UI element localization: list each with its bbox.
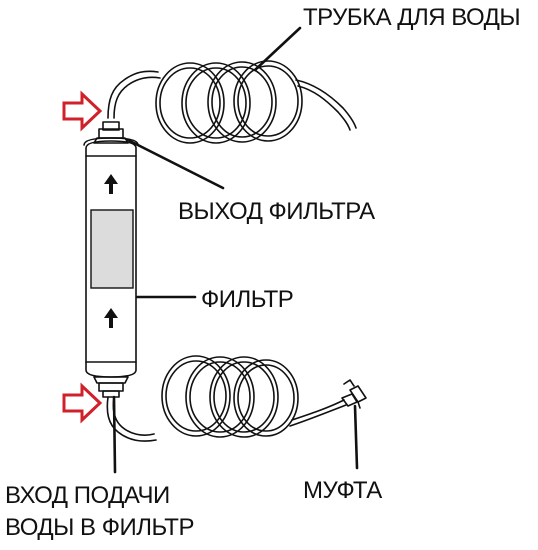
leader-coupling xyxy=(353,404,359,470)
leader-water-input xyxy=(112,395,117,474)
label-filter-output: ВЫХОД ФИЛЬТРА xyxy=(178,198,375,225)
label-filter: ФИЛЬТР xyxy=(201,286,294,313)
filter-cartridge xyxy=(83,137,139,378)
filter-inlet-fitting xyxy=(93,376,129,398)
flow-direction-arrows xyxy=(104,174,118,328)
lower-water-tube-coil xyxy=(106,355,347,442)
outlet-red-arrow-icon xyxy=(62,90,103,132)
label-coupling: МУФТА xyxy=(303,477,382,504)
leader-filter-output xyxy=(126,138,225,190)
arrow-up-icon xyxy=(104,174,118,194)
inlet-red-arrow-icon xyxy=(62,382,103,424)
coupling-fitting xyxy=(341,379,367,409)
leader-lines xyxy=(112,26,359,474)
label-water-input-line2: ВОДЫ В ФИЛЬТР xyxy=(5,514,194,541)
label-water-input-line1: ВХОД ПОДАЧИ xyxy=(5,482,170,509)
label-water-tube: ТРУБКА ДЛЯ ВОДЫ xyxy=(303,4,521,31)
arrow-up-icon xyxy=(104,308,118,328)
filter-label-window xyxy=(90,209,134,289)
leader-water-tube xyxy=(253,26,302,72)
upper-water-tube-coil xyxy=(107,60,357,144)
flow-markers xyxy=(62,90,103,424)
filter-outlet-fitting xyxy=(93,121,129,144)
